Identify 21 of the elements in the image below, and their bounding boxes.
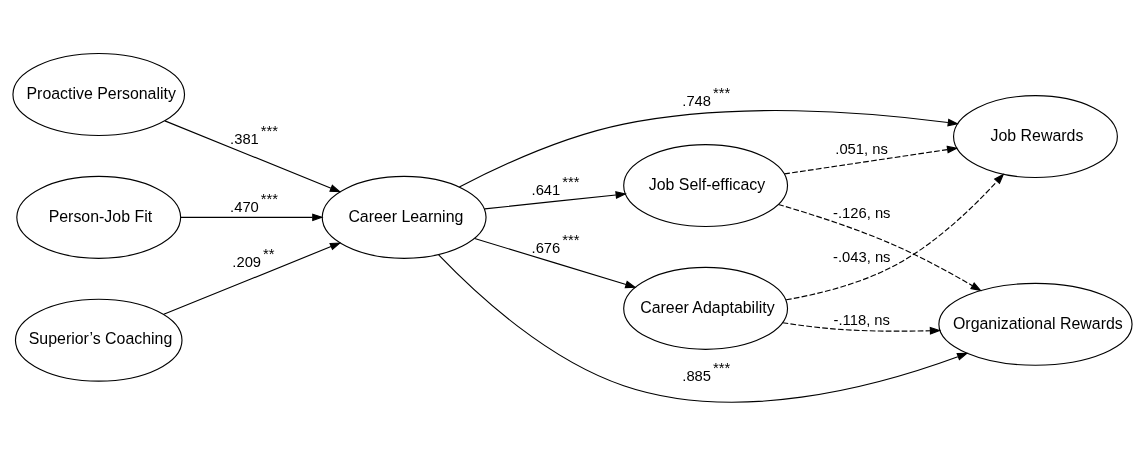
arrow: [438, 253, 969, 403]
arrow: [777, 203, 982, 291]
edge-label: -.126, ns: [833, 204, 891, 221]
edge-label: -.043, ns: [833, 248, 891, 265]
node-ellipse: Job Self-efficacy: [623, 143, 789, 227]
arrow: [484, 190, 627, 209]
node-ellipse: Job Rewards: [952, 94, 1118, 178]
arrow: [180, 212, 324, 221]
node-ellipse: Superior’s Coaching: [14, 298, 183, 382]
arrow: [783, 145, 959, 174]
arrow: [163, 241, 342, 315]
arrow: [782, 321, 942, 335]
arrow: [474, 237, 637, 288]
node-ellipse: Proactive Personality: [12, 52, 186, 136]
node-ellipse: Career Learning: [321, 175, 487, 259]
edge-label: -.118, ns: [833, 311, 890, 328]
node-ellipse: Person-Job Fit: [16, 175, 182, 259]
arrow: [785, 172, 1005, 300]
arrow: [164, 119, 342, 192]
arrow: [458, 109, 960, 188]
edge-label: .051, ns: [835, 140, 888, 157]
